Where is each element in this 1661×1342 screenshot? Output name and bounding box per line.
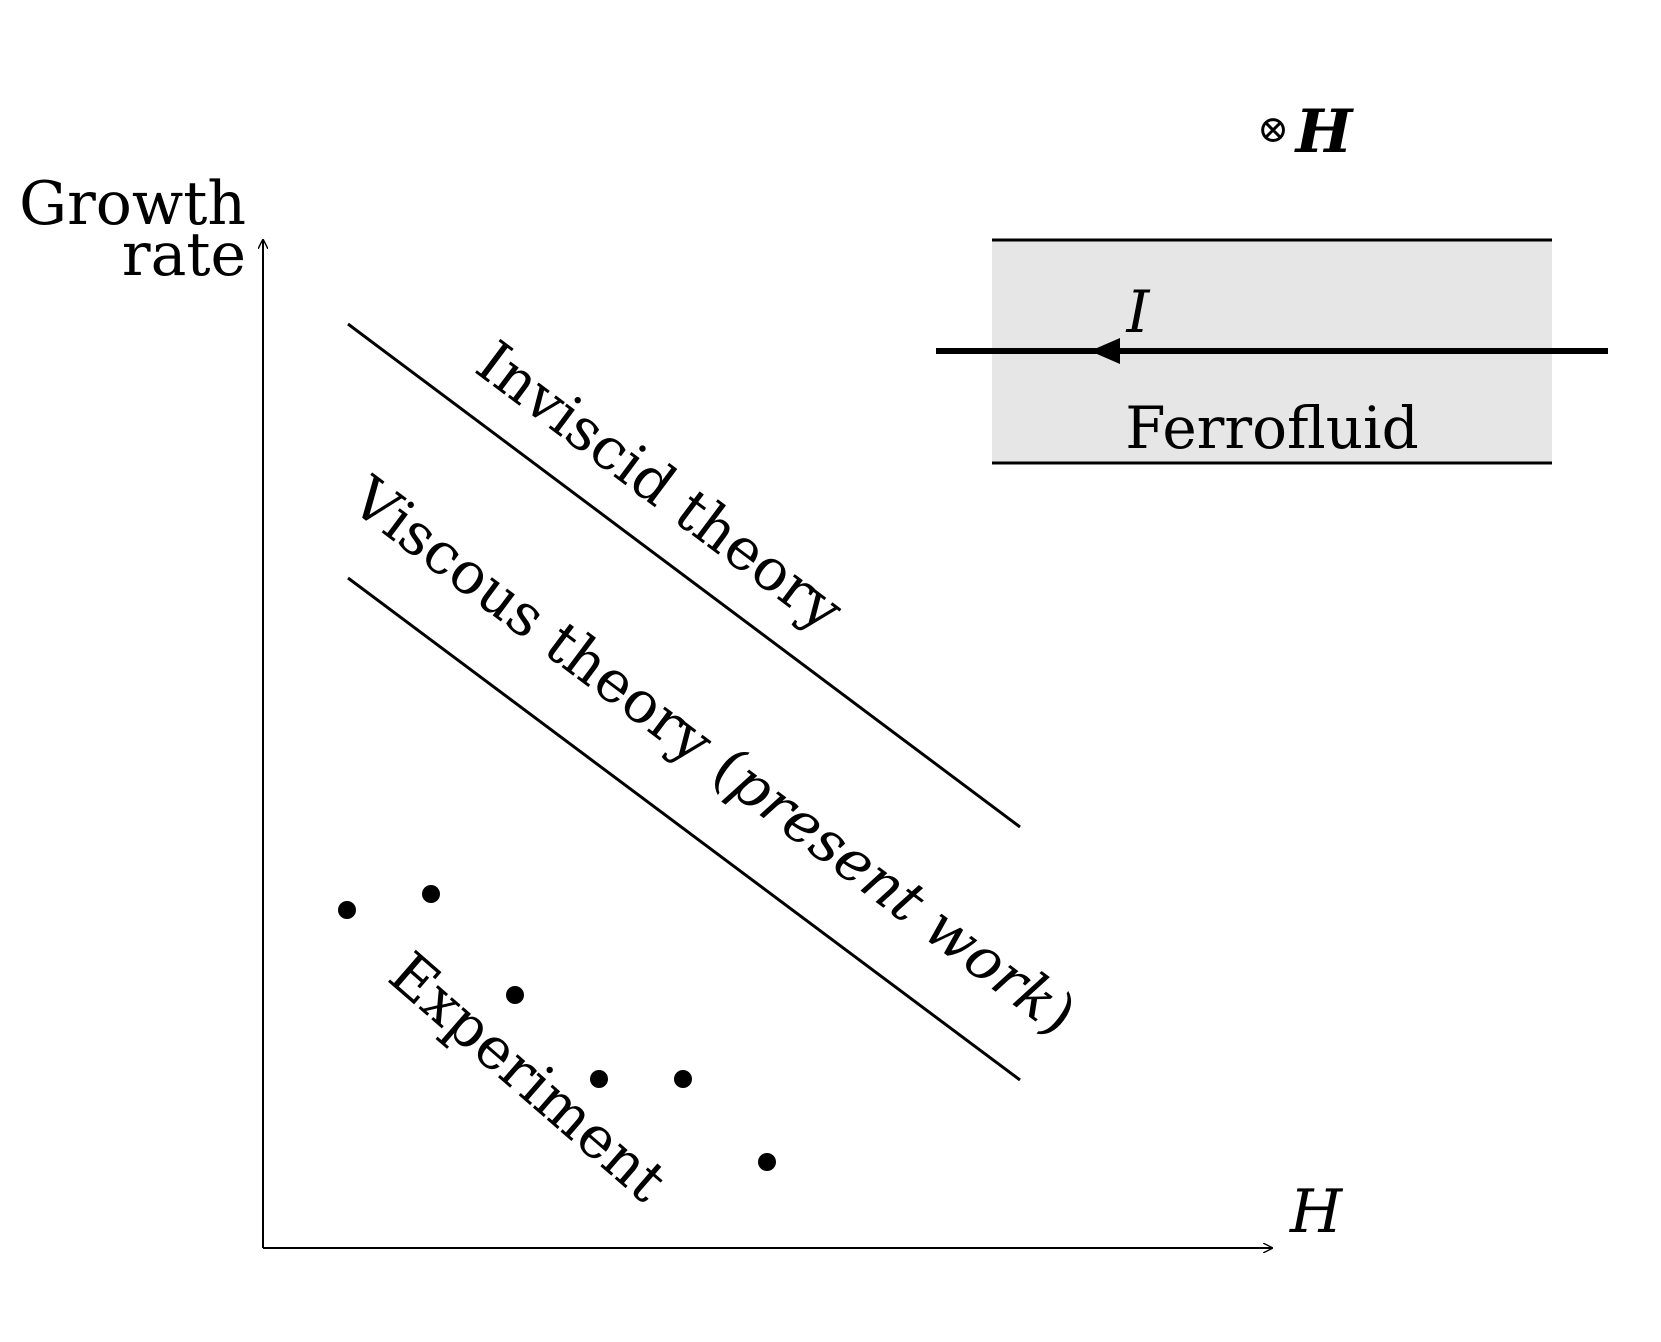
field-into-page-icon: ⊗ [1257,107,1289,151]
experiment-point [758,1153,776,1171]
y-axis-label-line1: Growth [19,169,246,239]
experiment-point [590,1070,608,1088]
axes [263,240,1272,1248]
viscous-theory-line [347,576,1021,1082]
current-direction-arrow-icon [1090,338,1120,364]
experiment-point [506,986,524,1004]
ferrofluid-inset: I Ferrofluid [936,238,1608,465]
viscous-theory-label-italic: present work [718,747,1071,1035]
field-label: H [1294,97,1355,167]
inviscid-theory-line [347,322,1021,829]
experiment-points [338,885,776,1171]
experiment-point [338,901,356,919]
experiment-point [422,885,440,903]
y-axis-label-line2: rate [122,220,246,290]
x-axis-label: H [1289,1177,1344,1247]
experiment-point [674,1070,692,1088]
ferrofluid-label: Ferrofluid [1125,394,1418,462]
current-label: I [1126,278,1151,346]
experiment-label: Experiment [376,939,679,1215]
